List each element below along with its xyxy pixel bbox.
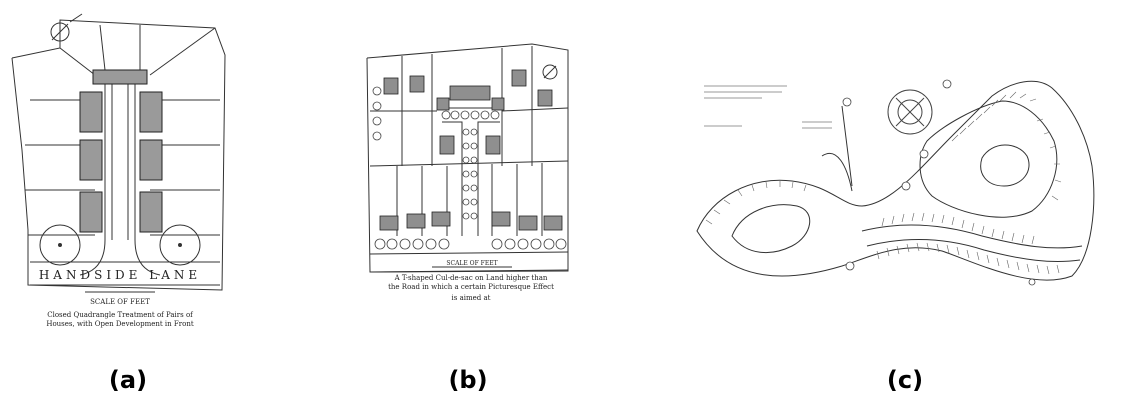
panel-c: [692, 46, 1130, 302]
road-label: HANDSIDE LANE: [39, 268, 201, 282]
scale-label: SCALE OF FEET: [446, 260, 497, 267]
site-plan-c: [696, 79, 1095, 286]
sublabel-a: (a): [108, 366, 148, 394]
caption-line-2: Houses, with Open Development in Front: [46, 320, 193, 328]
caption-line-3: is aimed at: [451, 294, 491, 302]
caption-line-1: Closed Quadrangle Treatment of Pairs of: [47, 311, 194, 319]
caption-line-1: A T-shaped Cul-de-sac on Land higher tha…: [394, 274, 548, 282]
sublabel-b: (b): [448, 366, 488, 394]
panel-b: SCALE OF FEET A T-shaped Cul-de-sac on L…: [362, 36, 580, 302]
north-arrow-icon: [887, 89, 933, 135]
panel-a: HANDSIDE LANE SCALE OF FEET Closed Quadr…: [0, 0, 240, 330]
scale-label: SCALE OF FEET: [90, 298, 150, 306]
site-plan-a: HANDSIDE LANE SCALE OF FEET Closed Quadr…: [11, 13, 226, 328]
site-plan-b: SCALE OF FEET A T-shaped Cul-de-sac on L…: [366, 43, 569, 291]
caption-line-2: the Road in which a certain Picturesque …: [388, 283, 554, 291]
sublabel-c: (c): [886, 366, 924, 394]
